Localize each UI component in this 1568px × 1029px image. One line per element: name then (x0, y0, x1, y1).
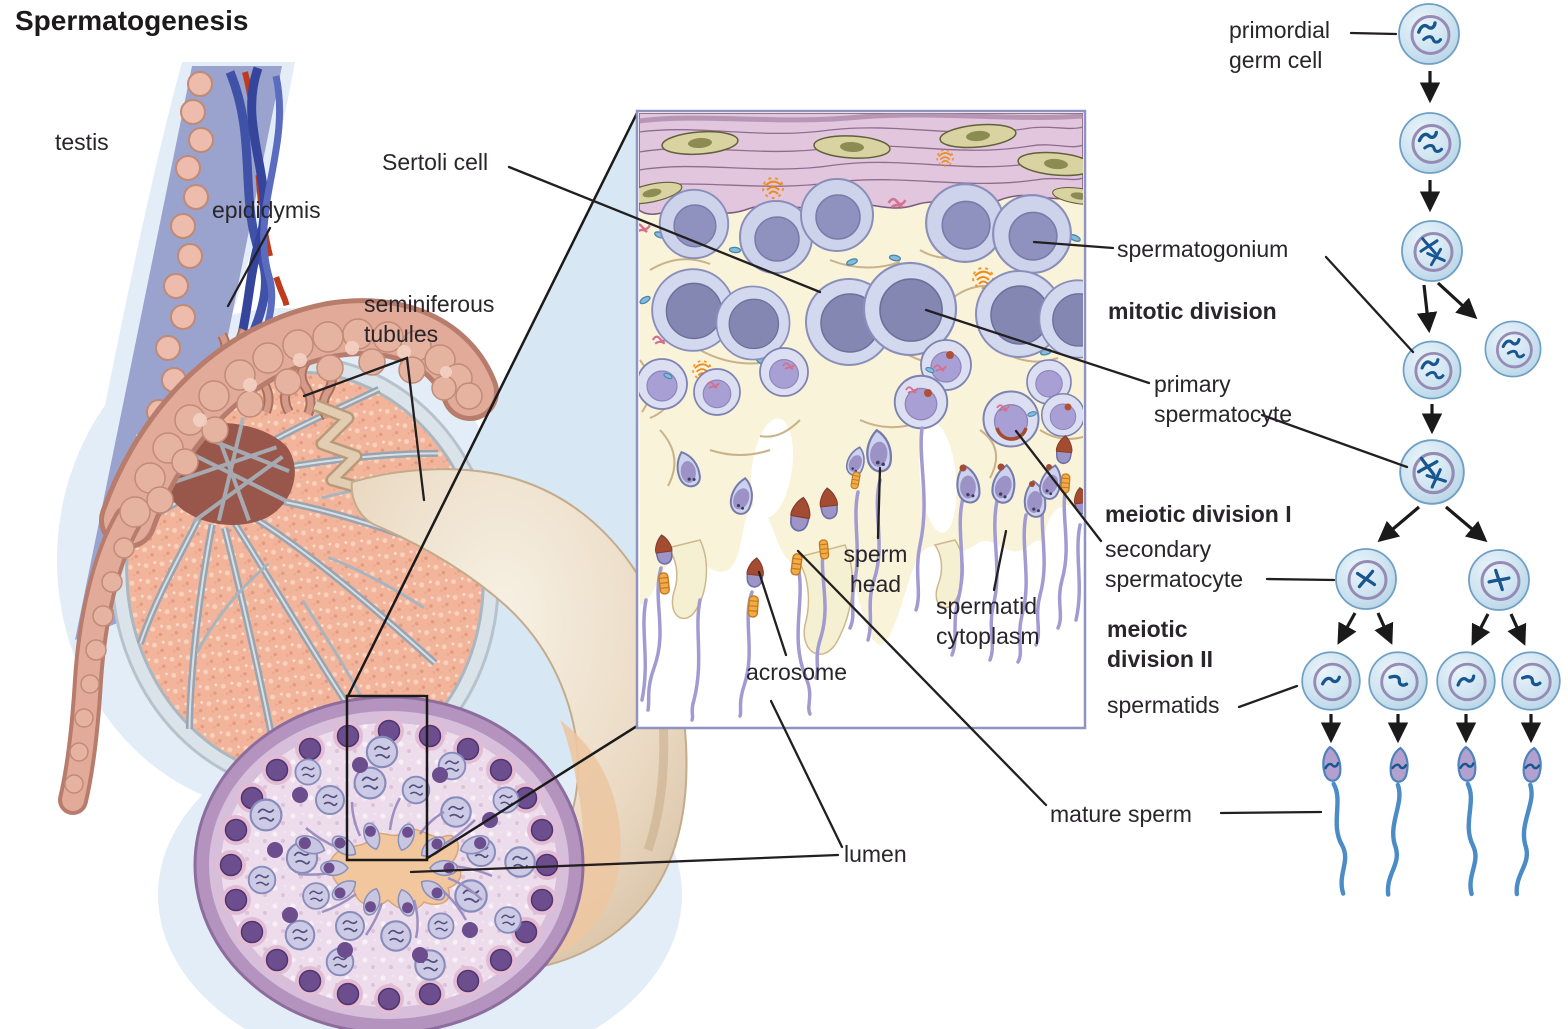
label-secondary-spermatocyte: secondary spermatocyte (1105, 536, 1244, 592)
lineage-flow-chart (1300, 2, 1562, 895)
leader-primary-right (1260, 413, 1409, 469)
label-acrosome: acrosome (746, 659, 847, 685)
leader-seminiferous-tubules (302, 356, 426, 502)
flow-cell-dividing-germ-cell (1398, 111, 1462, 175)
leader-secondary-dash (1265, 577, 1336, 582)
label-spermatids: spermatids (1107, 692, 1220, 718)
flow-cell-primary-spermatocyte (1398, 438, 1466, 506)
label-sertoli-cell: Sertoli cell (382, 149, 489, 175)
zoom-cone-lines (346, 112, 639, 861)
flow-cell-secondary-spermatocyte-left (1334, 547, 1398, 611)
leader-epididymis (226, 226, 272, 308)
inner-cells (247, 735, 536, 981)
flow-cell-spermatid-1 (1300, 650, 1362, 712)
flow-cell-spermatid-3 (1435, 650, 1497, 712)
epididymis-bumps (64, 318, 483, 794)
histology-panel (635, 109, 1087, 730)
leader-lumen-left (409, 853, 840, 874)
flow-arrows (1320, 71, 1542, 744)
leader-acrosome (757, 570, 788, 657)
leader-sertoli-cell (507, 165, 822, 294)
label-mature-sperm: mature sperm (1050, 801, 1192, 827)
label-primordial-germ-cell: primordial germ cell (1229, 17, 1330, 73)
flow-cell-spermatogonium (1400, 219, 1464, 283)
flow-cell-primordial-germ-cell (1397, 2, 1461, 66)
leader-lines (226, 31, 1415, 874)
mature-sperm-2 (1382, 747, 1409, 895)
flow-cell-secondary-spermatocyte-right (1467, 548, 1531, 612)
mature-sperm-4 (1511, 747, 1543, 895)
leader-mature-sperm-left (796, 549, 1048, 807)
mature-sperm-3 (1458, 747, 1482, 895)
tubule-cross-section (193, 694, 585, 1029)
mature-sperm-1 (1321, 746, 1353, 894)
leader-primordial-dash (1349, 31, 1398, 36)
round-spermatids (639, 339, 1083, 448)
label-meiotic-division-II: meiotic division II (1107, 616, 1214, 672)
label-testis: testis (55, 129, 109, 155)
sperm-tails (640, 426, 1082, 722)
label-primary-spermatocyte: primary spermatocyte (1154, 371, 1293, 427)
flow-cell-spermatid-4 (1500, 650, 1562, 712)
label-sperm-head: sperm head (843, 541, 908, 597)
leader-spermatids (1237, 684, 1299, 709)
leader-spermatid-cytoplasm (992, 529, 1008, 592)
leader-secondary-left (1014, 429, 1103, 543)
leader-spermatogonium-left (1032, 240, 1115, 250)
label-spermatogonium: spermatogonium (1117, 236, 1289, 262)
flow-cell-spermatid-2 (1367, 650, 1429, 712)
leader-spermatogonium-right (1324, 255, 1415, 354)
label-seminiferous-tubules: seminiferous tubules (364, 291, 495, 347)
label-spermatid-cytoplasm: spermatid cytoplasm (936, 593, 1040, 649)
panel-border (635, 109, 1087, 730)
leader-lumen-up (769, 699, 844, 849)
leader-primary-left (924, 308, 1151, 385)
label-lumen: lumen (844, 841, 907, 867)
leader-mature-sperm-right (1219, 810, 1323, 815)
label-meiotic-division-I: meiotic division I (1105, 501, 1292, 527)
epididymis-illustration (58, 298, 499, 815)
label-mitotic-division: mitotic division (1108, 298, 1277, 324)
leader-sperm-head (876, 466, 882, 540)
spermatid-cytoplasm-cells (952, 462, 1066, 519)
zoom-box (345, 694, 429, 862)
epididymis-highlights (193, 341, 452, 427)
page-title: Spermatogenesis (15, 5, 249, 36)
cross-section-cells (215, 715, 563, 1015)
flow-cell-daughter-right (1484, 320, 1542, 378)
flow-mature-sperm-group (1321, 746, 1542, 895)
label-epididymis: epididymis (212, 197, 321, 223)
